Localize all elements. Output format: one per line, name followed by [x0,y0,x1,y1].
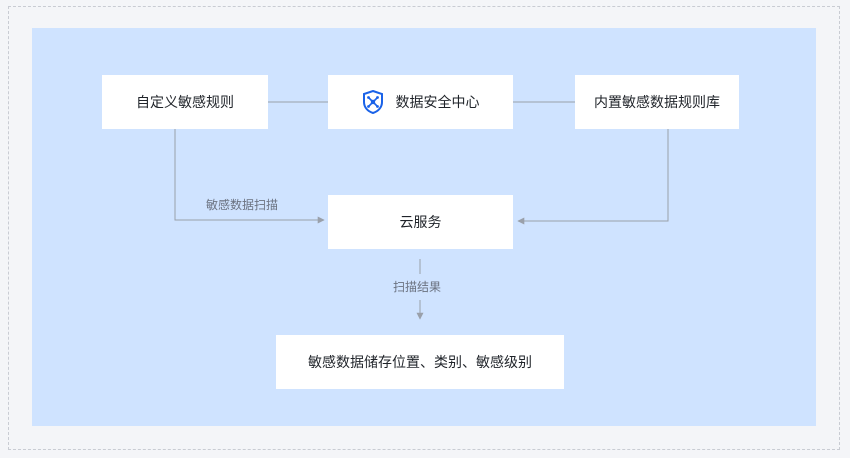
arrow-custom-to-cloud [174,129,325,224]
node-builtin-rules-label: 内置敏感数据规则库 [594,95,720,111]
node-data-security-center-label: 数据安全中心 [395,95,480,111]
edge-label-scan: 敏感数据扫描 [202,197,283,213]
arrow-builtin-to-cloud [517,129,669,225]
node-data-security-center: 数据安全中心 [328,75,513,129]
node-result: 敏感数据储存位置、类别、敏感级别 [276,335,564,389]
outer-dashed-frame [8,6,840,450]
node-result-label: 敏感数据储存位置、类别、敏感级别 [308,355,532,371]
node-cloud-service: 云服务 [328,195,513,249]
node-cloud-service-label: 云服务 [399,215,442,231]
edge-label-scan-result: 扫描结果 [389,279,446,295]
node-custom-rules-label: 自定义敏感规则 [136,95,234,111]
node-builtin-rules: 内置敏感数据规则库 [575,75,739,129]
shield-network-icon [362,89,384,115]
node-custom-rules: 自定义敏感规则 [102,75,268,129]
